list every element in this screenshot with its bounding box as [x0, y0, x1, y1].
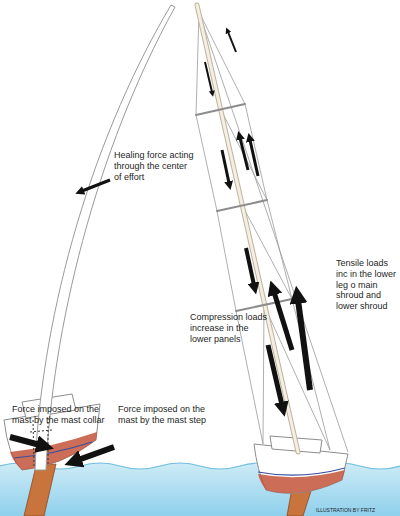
hull-bottom	[10, 432, 97, 470]
mast-below-deck	[48, 418, 49, 466]
mast	[197, 5, 298, 452]
mast	[197, 5, 298, 452]
boot-stripe	[14, 442, 92, 458]
load-note: Compression loads increase in the lower …	[190, 312, 270, 344]
force-arrow	[10, 437, 40, 445]
force-arrow	[82, 180, 110, 191]
load-note: Tensile loads inc in the lower leg o mai…	[336, 258, 400, 312]
spreaders	[196, 104, 292, 311]
force-note: Healing force acting through the center …	[114, 150, 196, 182]
keel	[24, 464, 56, 516]
shrouds	[196, 12, 348, 452]
credit-line: ILLUSTRATION BY FRITZ	[316, 507, 400, 513]
boot-stripe	[258, 468, 345, 475]
bent-mast	[35, 5, 175, 470]
force-arrow	[78, 447, 114, 460]
load-arrows	[205, 32, 310, 405]
mast-collar	[30, 430, 52, 432]
force-note: Force imposed on the mast by the mast st…	[118, 404, 208, 426]
force-note: Force imposed on the mast by the mast co…	[12, 404, 108, 426]
